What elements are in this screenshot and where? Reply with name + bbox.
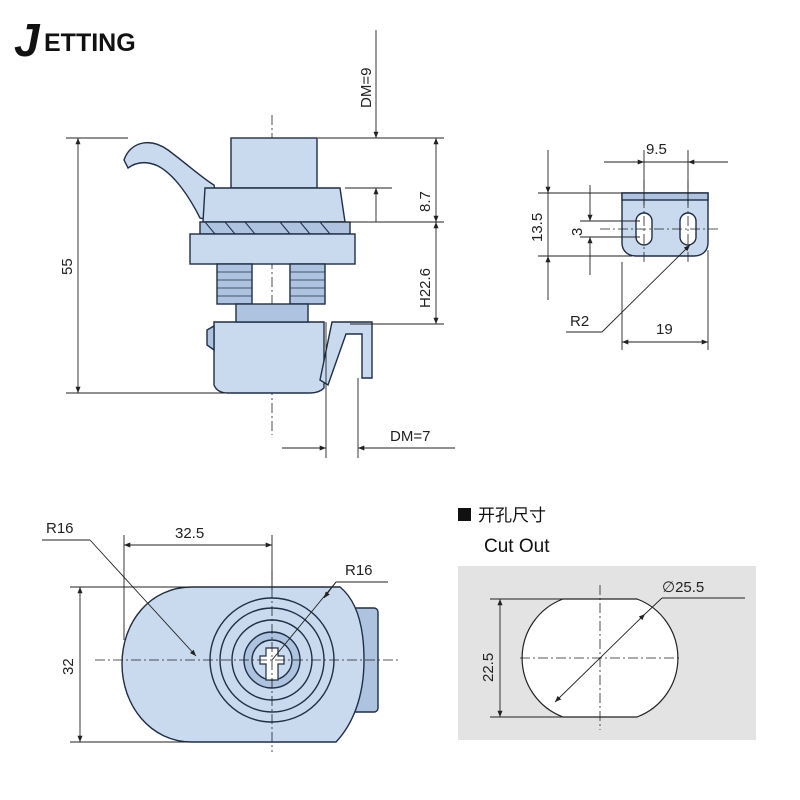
brand-name: ETTING	[44, 29, 136, 57]
dim-3: 3	[569, 228, 586, 236]
cam-latch	[319, 321, 373, 387]
cutout-title-bullet	[458, 508, 471, 521]
dim-19: 19	[656, 321, 673, 338]
dim-32-5: 32.5	[175, 525, 204, 542]
side-view: DM=9 55 8.7 H22.6 DM=7	[59, 30, 455, 458]
dim-dm9: DM=9	[358, 68, 375, 108]
dim-r16-left: R16	[46, 520, 74, 537]
lock-housing	[213, 321, 325, 394]
plunger-cap	[230, 137, 318, 189]
top-view: 32.5 R16 R16 32	[42, 520, 400, 752]
cutout-title-cn: 开孔尺寸	[478, 506, 546, 526]
dim-13-5: 13.5	[529, 213, 546, 242]
dim-r16-right: R16	[345, 562, 373, 579]
dim-dm7: DM=7	[390, 428, 430, 445]
dim-h22-6: H22.6	[417, 268, 434, 308]
brand-logo: J ETTING	[14, 14, 136, 66]
dim-9-5: 9.5	[646, 141, 667, 158]
dim-8-7: 8.7	[417, 191, 434, 212]
dim-diameter: ∅25.5	[662, 579, 704, 596]
lever-handle	[123, 142, 221, 223]
diameter-value: 25.5	[675, 579, 704, 596]
brand-logo-letter: J	[14, 14, 41, 66]
diameter-symbol: ∅	[662, 579, 675, 596]
cutout-view: 开孔尺寸 Cut Out ∅25.5 22.5	[458, 506, 756, 740]
dim-22-5: 22.5	[480, 653, 497, 682]
bracket-view: 9.5 13.5 3 R2 19	[529, 141, 728, 350]
dim-r2: R2	[570, 313, 589, 330]
dim-55: 55	[59, 258, 76, 275]
dim-32: 32	[60, 658, 77, 675]
cutout-title-en: Cut Out	[484, 536, 550, 557]
